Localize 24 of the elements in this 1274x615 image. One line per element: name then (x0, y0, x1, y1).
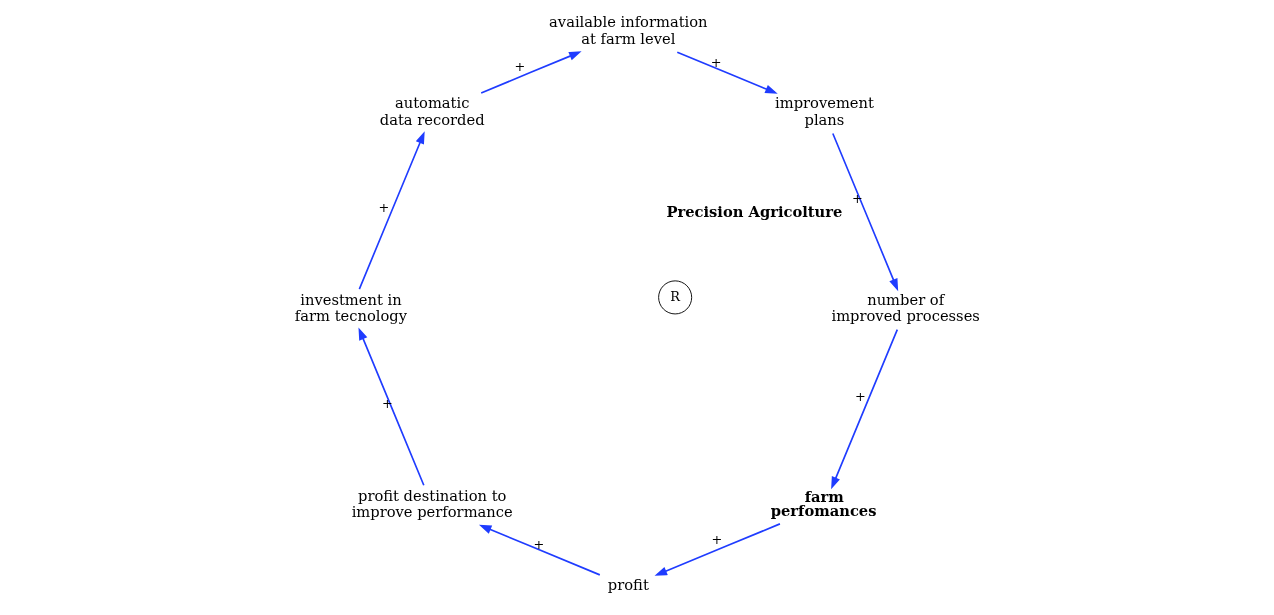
edge-label: + (854, 388, 866, 404)
node-text: profit destination to improve performance (351, 486, 513, 521)
edge-label: + (710, 55, 721, 71)
node-text: profit (607, 576, 649, 594)
node-text: improvement plans (774, 94, 874, 128)
edge-label: + (377, 200, 389, 216)
arrow (478, 524, 601, 576)
arrow (675, 51, 778, 94)
edge-label: + (710, 532, 722, 548)
node-text: number of improved processes (830, 290, 980, 325)
arrow (831, 132, 898, 292)
arrow (357, 327, 425, 487)
node-text: investment in farm tecnology (294, 290, 407, 325)
node-text: automatic data recorded (379, 94, 485, 128)
label: Precision Agricolture (665, 203, 842, 221)
edge-label: + (514, 58, 525, 74)
arrow (654, 523, 781, 576)
arrow (358, 131, 425, 290)
node-text: available information at farm level (548, 13, 708, 47)
edge-label: + (532, 536, 544, 552)
arrow (830, 328, 898, 490)
arrow (479, 51, 582, 94)
node-text: farm perfomances (770, 487, 876, 520)
label: R (669, 288, 680, 304)
